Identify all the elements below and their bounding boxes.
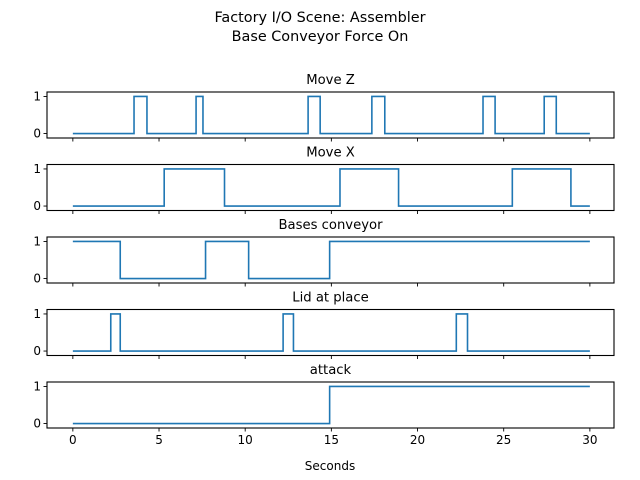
subplot-title: Bases conveyor — [278, 218, 383, 233]
subplot-3: Bases conveyor 0 1 — [33, 218, 615, 287]
x-tick-label: 5 — [155, 433, 163, 447]
x-tick-label: 25 — [496, 433, 511, 447]
y-tick-label: 1 — [33, 162, 41, 176]
subplot-title: Move X — [306, 146, 355, 161]
subplot-title: Move Z — [306, 73, 355, 88]
figure-title-line2: Base Conveyor Force On — [232, 29, 409, 45]
y-tick-label: 1 — [33, 307, 41, 321]
x-tick-label: 10 — [238, 433, 253, 447]
series-line — [72, 385, 590, 425]
x-tick-label: 20 — [410, 433, 425, 447]
y-tick-label: 0 — [33, 417, 41, 431]
series-line — [72, 313, 590, 352]
subplot-1: Move Z 0 1 — [33, 73, 615, 142]
subplot-4: Lid at place 0 1 — [33, 291, 615, 359]
x-axis-label: Seconds — [305, 459, 355, 473]
y-tick-label: 0 — [33, 199, 41, 213]
x-tick-label: 15 — [324, 433, 339, 447]
y-tick-label: 0 — [33, 272, 41, 286]
y-tick-label: 0 — [33, 127, 41, 141]
y-tick-label: 1 — [33, 90, 41, 104]
series-line — [72, 168, 590, 207]
figure-title-line1: Factory I/O Scene: Assembler — [214, 10, 425, 26]
subplot-title: Lid at place — [292, 291, 369, 306]
x-tick-label: 30 — [582, 433, 597, 447]
y-tick-label: 1 — [33, 380, 41, 394]
y-tick-label: 0 — [33, 344, 41, 358]
axes-frame — [46, 381, 615, 429]
series-line — [72, 95, 590, 135]
axes-frame — [46, 163, 615, 212]
axes-frame — [46, 91, 615, 139]
x-tick-label: 0 — [69, 433, 77, 447]
series-line — [72, 240, 590, 280]
y-tick-label: 1 — [33, 235, 41, 249]
axes-frame — [46, 236, 615, 284]
axes-frame — [46, 308, 615, 357]
subplot-title: attack — [310, 363, 352, 378]
subplot-2: Move X 0 1 — [33, 146, 615, 214]
